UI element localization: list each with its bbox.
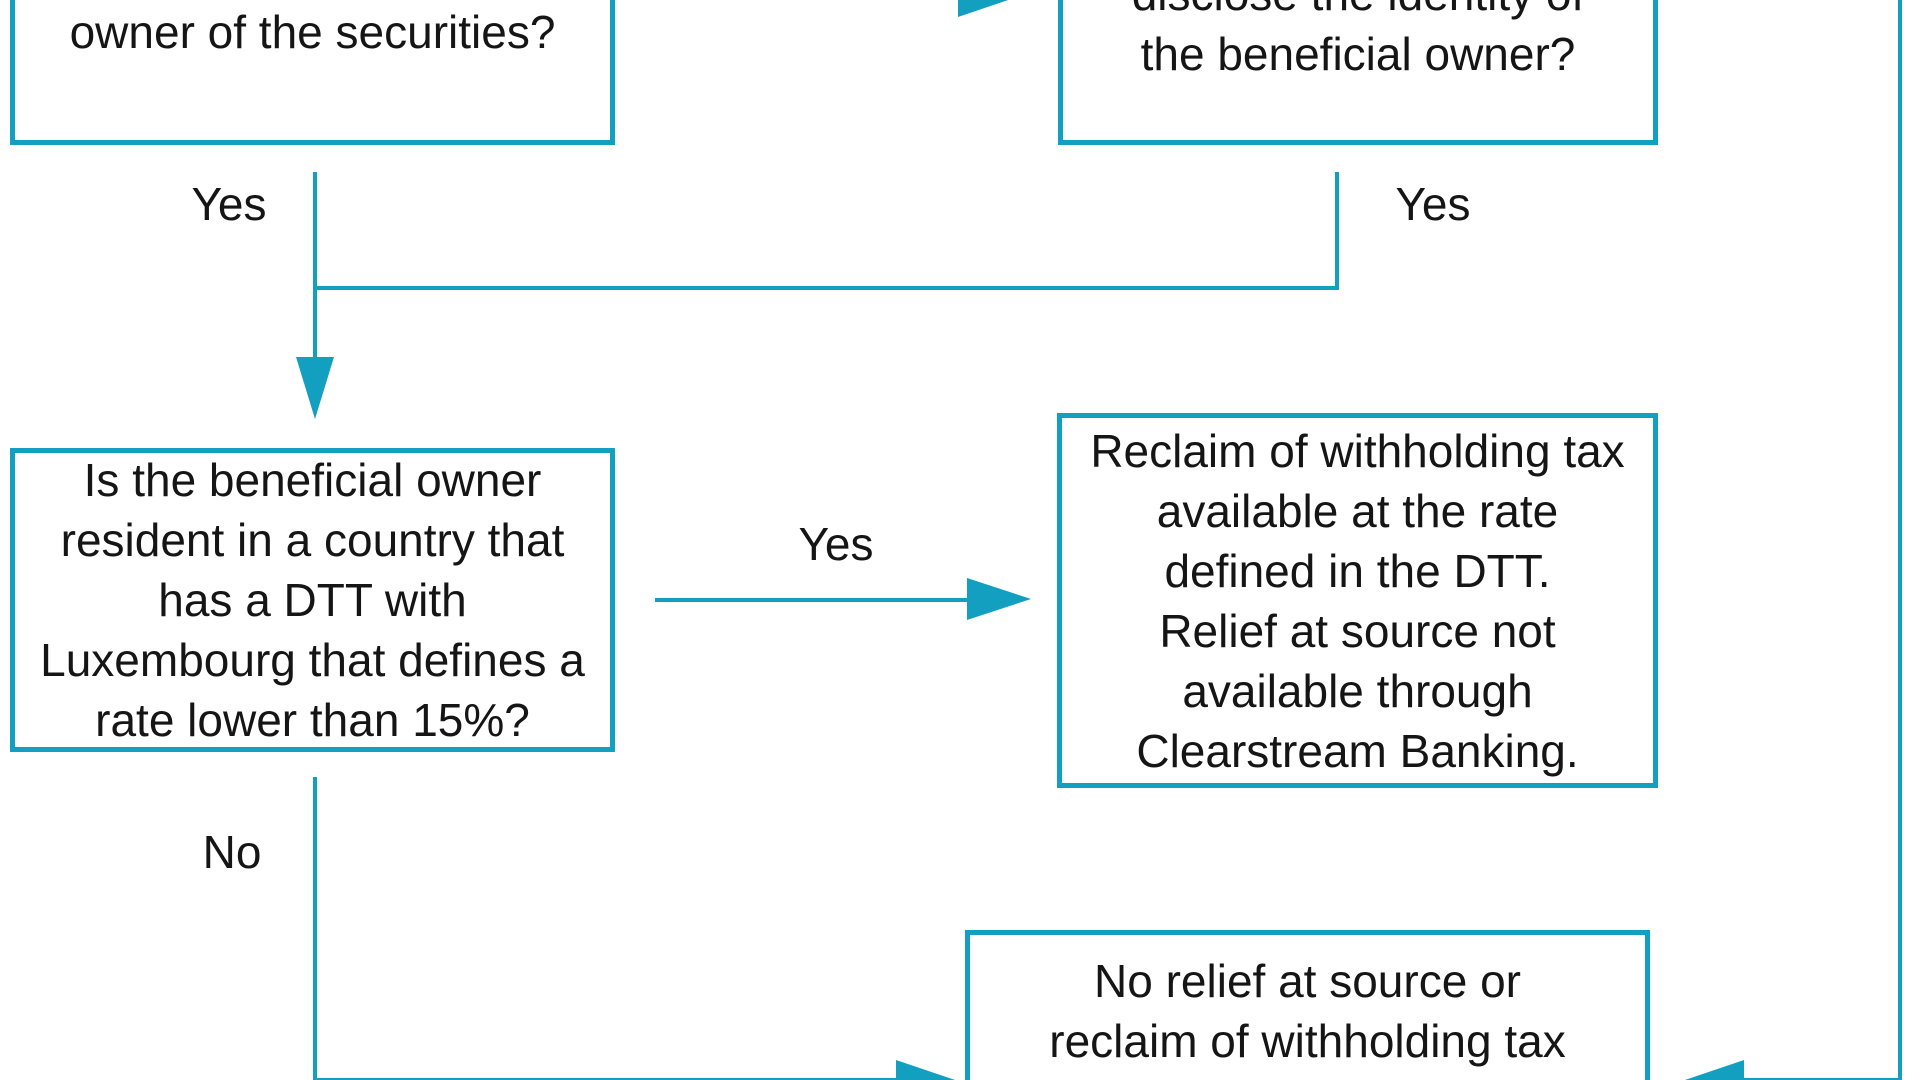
edge-disclose-no-vertical bbox=[1898, 0, 1902, 1080]
node-text-line: available at the rate bbox=[1156, 484, 1559, 537]
edge-label-yes-dtt: Yes bbox=[798, 518, 874, 570]
edge-label-yes-left: Yes bbox=[191, 178, 267, 230]
arrow-left-icon bbox=[1682, 1060, 1744, 1080]
node-outcome-no-relief: No relief at source or reclaim of withho… bbox=[965, 930, 1650, 1080]
edge-join-horizontal bbox=[313, 286, 1339, 290]
node-text-line: Reclaim of withholding tax bbox=[1090, 424, 1625, 477]
arrow-down-icon bbox=[296, 357, 334, 419]
edge-label-no-dtt: No bbox=[202, 826, 262, 878]
edge-disclose-yes-vertical bbox=[1335, 172, 1339, 290]
node-text-line: Is the beneficial owner bbox=[83, 454, 542, 506]
node-text-line: resident in a country that bbox=[60, 514, 565, 566]
node-text-line: rate lower than 15%? bbox=[95, 694, 530, 746]
node-text-line: owner of the securities? bbox=[69, 6, 556, 58]
edge-disclose-no-horizontal bbox=[1742, 1078, 1902, 1080]
node-text-line: No relief at source or bbox=[1094, 955, 1521, 1007]
node-text-line: reclaim of withholding tax bbox=[1049, 1015, 1566, 1067]
arrow-right-icon bbox=[958, 0, 1020, 17]
node-text-line: available through bbox=[1182, 664, 1533, 717]
edge-dtt-no-vertical bbox=[313, 777, 317, 1080]
edge-owner-yes-vertical bbox=[313, 172, 317, 358]
node-text-line: Relief at source not bbox=[1159, 604, 1556, 657]
arrow-right-icon bbox=[896, 1060, 958, 1080]
node-outcome-reclaim: Reclaim of withholding tax available at … bbox=[1057, 413, 1658, 788]
node-text-line: Clearstream Banking. bbox=[1136, 724, 1579, 777]
edge-dtt-yes-horizontal bbox=[655, 598, 967, 602]
node-text-line: has a DTT with bbox=[158, 574, 467, 626]
node-question-disclose: disclose the identity of the beneficial … bbox=[1058, 0, 1658, 145]
node-text-line: Luxembourg that defines a bbox=[40, 634, 585, 686]
node-question-dtt: Is the beneficial owner resident in a co… bbox=[10, 448, 615, 752]
node-question-owner: owner of the securities? bbox=[10, 0, 615, 145]
node-text-line: the beneficial owner? bbox=[1140, 28, 1576, 80]
arrow-right-icon bbox=[967, 578, 1031, 620]
node-text-line: defined in the DTT. bbox=[1164, 544, 1551, 597]
node-text-line: disclose the identity of bbox=[1063, 0, 1653, 24]
edge-label-yes-right: Yes bbox=[1395, 178, 1471, 230]
edge-dtt-no-horizontal bbox=[313, 1078, 897, 1080]
